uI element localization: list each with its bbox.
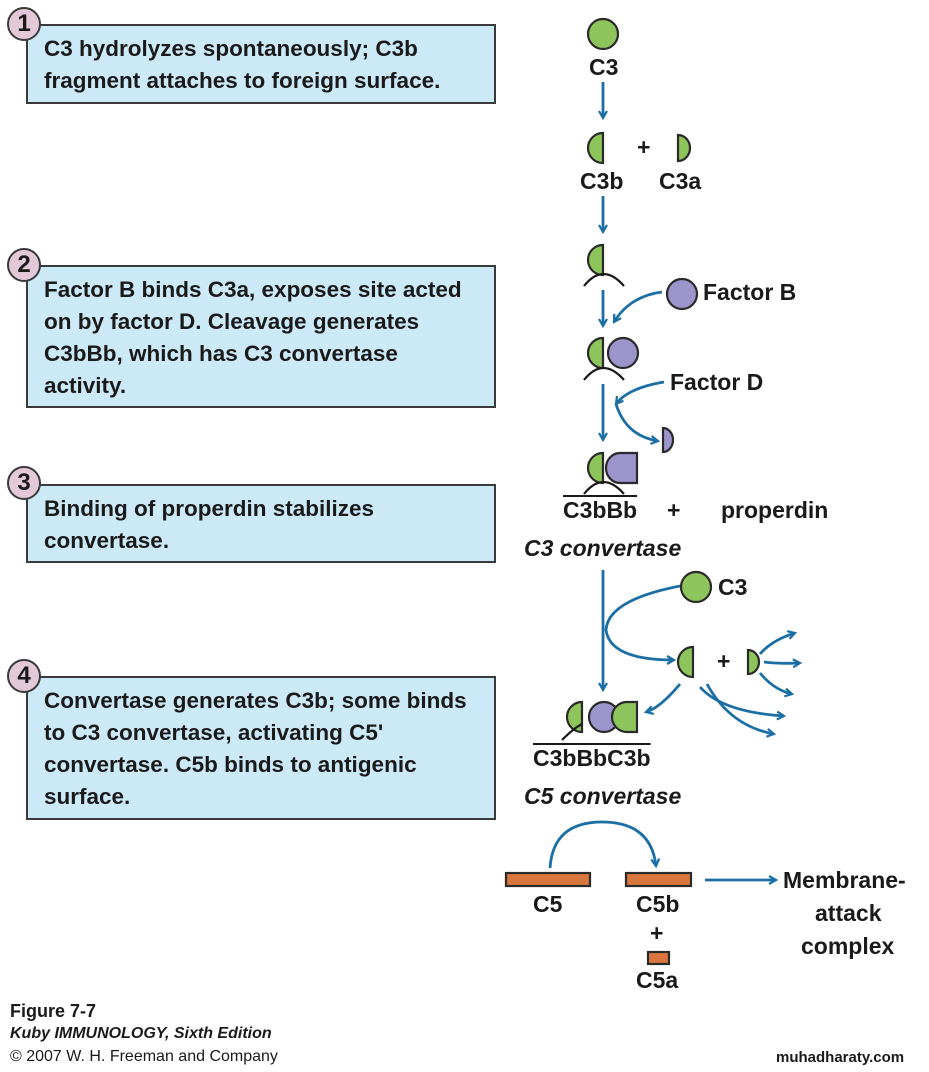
surface-2 — [583, 366, 625, 381]
label-c3-convertase: C3 convertase — [524, 535, 682, 561]
arrow-c3-cleave — [604, 584, 681, 660]
step-1-box: C3 hydrolyzes spontaneously; C3b fragmen… — [26, 24, 496, 104]
label-plus-2: + — [667, 497, 681, 523]
arrow-factor-b — [612, 290, 663, 322]
c5-molecule — [504, 871, 592, 888]
step-2-box: Factor B binds C3a, exposes site acted o… — [26, 265, 496, 408]
step-1-badge: 1 — [7, 7, 41, 41]
label-mac-line2: attack — [815, 900, 882, 926]
label-plus-3: + — [717, 648, 731, 674]
c3b-new-molecule — [676, 645, 695, 679]
c3-molecule — [586, 17, 620, 51]
arrow-release-2 — [763, 662, 800, 663]
surface-4 — [561, 723, 583, 741]
c3a-molecule — [676, 133, 692, 163]
c5conv-c3b-left — [565, 700, 584, 734]
label-c3bbb: C3bBb — [563, 497, 638, 523]
c3bb-factor-b — [606, 336, 640, 370]
label-c3-lower: C3 — [718, 574, 748, 600]
label-c5a: C5a — [636, 967, 679, 993]
step-3-badge: 3 — [7, 466, 41, 500]
factor-b-molecule — [665, 277, 699, 311]
label-factor-b: Factor B — [703, 279, 797, 305]
arrow-c3b-to-complex — [646, 683, 682, 712]
ba-fragment — [661, 426, 675, 454]
step-2-text: Factor B binds C3a, exposes site acted o… — [44, 277, 462, 398]
arrow-release-ba — [614, 403, 658, 441]
step-3-box: Binding of properdin stabilizes converta… — [26, 484, 496, 563]
arrow-factor-d — [616, 380, 665, 404]
surface-1 — [583, 272, 625, 287]
surface-3 — [583, 480, 625, 495]
label-factor-d: Factor D — [670, 369, 764, 395]
label-plus-1: + — [637, 134, 651, 160]
arrow-release-5 — [705, 683, 774, 734]
label-mac-line3: complex — [801, 933, 895, 959]
figure-book: Kuby IMMUNOLOGY, Sixth Edition — [10, 1025, 272, 1042]
arrow-release-1 — [758, 633, 795, 655]
label-c3a: C3a — [659, 168, 702, 194]
arrow-release-3 — [758, 672, 792, 694]
label-properdin: properdin — [721, 497, 829, 523]
label-c3-top: C3 — [589, 54, 619, 80]
c5b-molecule — [624, 871, 693, 888]
step-3-text: Binding of properdin stabilizes converta… — [44, 496, 375, 553]
label-c5: C5 — [533, 891, 563, 917]
figure-number: Figure 7-7 — [10, 1001, 97, 1021]
watermark: muhadharaty.com — [776, 1049, 905, 1066]
step-4-box: Convertase generates C3b; some binds to … — [26, 676, 496, 820]
label-mac-line1: Membrane- — [783, 867, 906, 893]
c3bb-c3b-part — [586, 336, 605, 370]
label-c5b: C5b — [636, 891, 680, 917]
arrow-release-4 — [698, 686, 784, 716]
c3b-bound — [586, 243, 605, 277]
c3-lower-molecule — [679, 570, 713, 604]
label-c3bbbc3b: C3bBbC3b — [533, 745, 651, 771]
step-1-text: C3 hydrolyzes spontaneously; C3b fragmen… — [44, 36, 441, 93]
step-4-text: Convertase generates C3b; some binds to … — [44, 688, 467, 809]
label-c5-convertase: C5 convertase — [524, 783, 682, 809]
c5a-molecule — [646, 950, 671, 966]
c3bbb-bb-part — [604, 451, 639, 485]
label-c3b: C3b — [580, 168, 624, 194]
arrow-c5-to-c5b — [548, 820, 656, 868]
step-2-badge: 2 — [7, 248, 41, 282]
c5conv-c3b-right — [610, 700, 639, 734]
label-plus-4: + — [650, 920, 664, 946]
c3bbb-c3b-part — [586, 451, 605, 485]
figure-copyright: © 2007 W. H. Freeman and Company — [10, 1048, 278, 1065]
c3a-new-molecule — [746, 648, 761, 676]
c3b-molecule — [586, 131, 605, 165]
step-4-badge: 4 — [7, 659, 41, 693]
